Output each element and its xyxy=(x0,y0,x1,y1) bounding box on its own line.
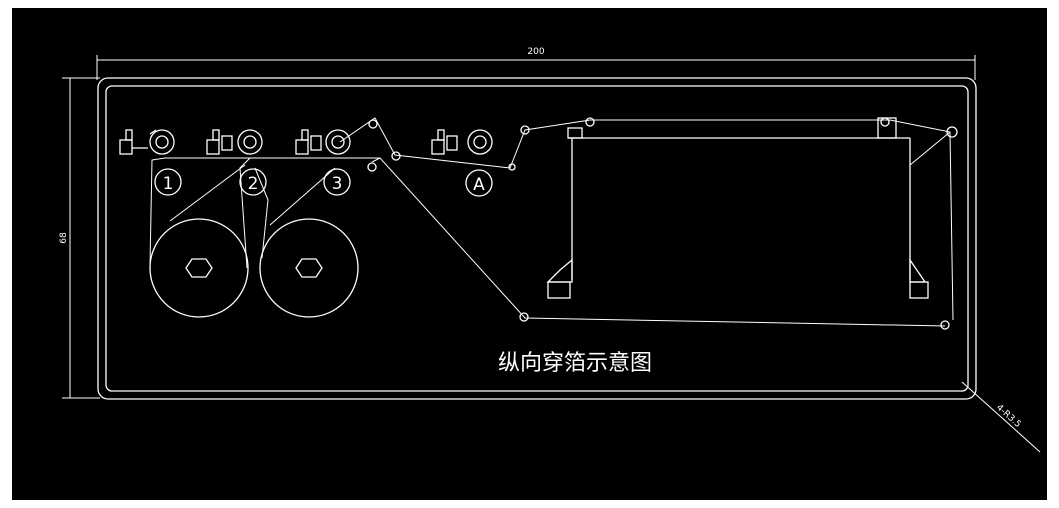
drawing-canvas: 200 68 4-R3.5 xyxy=(12,8,1047,500)
station-1-label: 1 xyxy=(163,174,174,194)
station-1: 1 xyxy=(119,129,182,196)
height-dimension: 68 xyxy=(59,77,100,399)
station-3: 3 xyxy=(295,129,351,196)
unwind-coil-2 xyxy=(259,218,359,318)
outer-frame xyxy=(97,77,977,400)
station-a-label: A xyxy=(473,175,485,195)
width-dimension: 200 xyxy=(96,47,976,80)
unwind-coil-1 xyxy=(149,218,249,318)
height-dimension-text: 68 xyxy=(59,232,69,244)
foil-paths xyxy=(149,117,954,327)
guide-rollers xyxy=(367,117,958,330)
corner-radius-text: 4-R3.5 xyxy=(994,403,1023,430)
inner-frame xyxy=(105,85,969,392)
station-2: 2 xyxy=(206,129,267,196)
processing-chamber xyxy=(546,117,929,299)
drawing-title: 纵向穿箔示意图 xyxy=(498,351,652,376)
station-3-label: 3 xyxy=(332,174,343,194)
width-dimension-text: 200 xyxy=(527,47,544,57)
station-a: A xyxy=(431,129,493,197)
station-2-label: 2 xyxy=(248,174,259,194)
corner-radius-leader: 4-R3.5 xyxy=(961,381,1041,453)
